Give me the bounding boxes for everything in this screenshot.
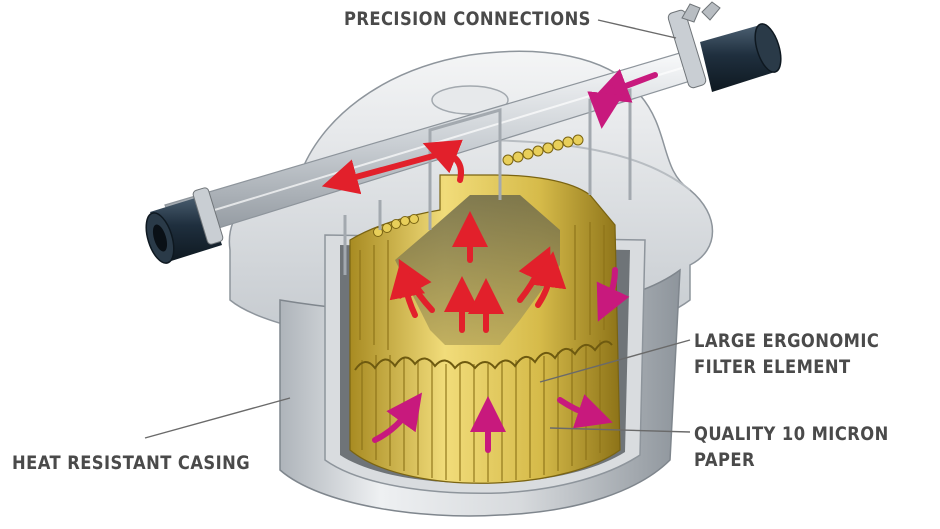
- right-hose: [667, 1, 782, 92]
- flow-arrows-red: [321, 139, 567, 333]
- leader-quality: [549, 427, 691, 433]
- leader-lines: [144, 19, 691, 439]
- leader-precision: [597, 19, 677, 39]
- label-heat-resistant-casing: HEAT RESISTANT CASING: [12, 450, 250, 476]
- flow-arrows-magenta: [372, 68, 658, 453]
- label-large-filter-element: LARGE ERGONOMIC FILTER ELEMENT: [694, 328, 879, 380]
- label-precision-connections: PRECISION CONNECTIONS: [344, 6, 591, 32]
- label-quality-paper: QUALITY 10 MICRON PAPER: [694, 421, 889, 473]
- label-large-line1: LARGE ERGONOMIC: [694, 330, 880, 352]
- label-heat-text: HEAT RESISTANT CASING: [12, 452, 251, 474]
- left-hose: [145, 187, 224, 264]
- leader-heat: [144, 397, 291, 439]
- leader-large: [539, 339, 691, 383]
- label-precision-text: PRECISION CONNECTIONS: [344, 8, 591, 30]
- label-quality-line1: QUALITY 10 MICRON: [694, 423, 889, 445]
- label-large-line2: FILTER ELEMENT: [694, 356, 851, 378]
- label-quality-line2: PAPER: [694, 449, 755, 471]
